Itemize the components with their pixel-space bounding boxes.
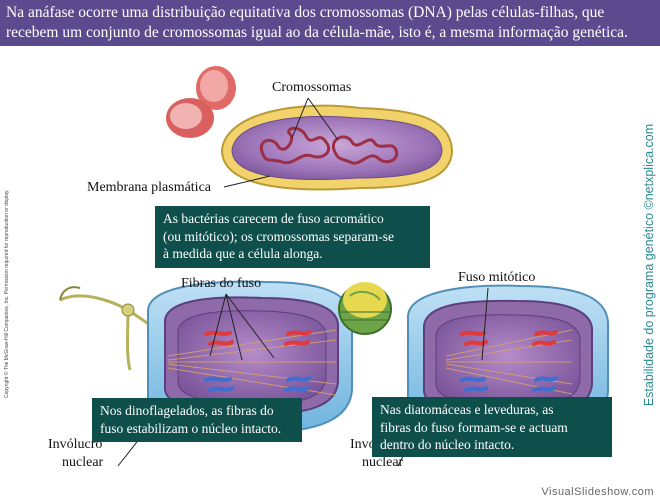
diatom-micrograph	[339, 282, 391, 334]
label-plasma-membrane: Membrana plasmática	[87, 180, 211, 196]
label-spindle-fibers: Fibras do fuso	[181, 276, 261, 292]
dino-callout-line-2: fuso estabilizam o núcleo intacto.	[100, 420, 294, 438]
dino-callout-line-1: Nos dinoflagelados, as fibras do	[100, 402, 294, 420]
diatom-callout-line-3: dentro do núcleo intacto.	[380, 436, 604, 454]
diatom-callout: Nas diatomáceas e leveduras, as fibras d…	[372, 397, 612, 457]
copyright-notice: Copyright © The McGraw-Hill Companies, I…	[4, 88, 10, 398]
bacteria-callout-line-1: As bactérias carecem de fuso acromático	[163, 210, 422, 228]
bacteria-callout-line-3: à medida que a célula alonga.	[163, 245, 422, 263]
side-credit: Estabilidade do programa genético ©netxp…	[642, 95, 656, 435]
diatom-callout-line-1: Nas diatomáceas e leveduras, as	[380, 401, 604, 419]
bacteria-micrograph	[166, 66, 236, 138]
label-mitotic-spindle: Fuso mitótico	[458, 270, 535, 286]
bacteria-callout: As bactérias carecem de fuso acromático …	[155, 206, 430, 268]
bacterium-cell	[222, 106, 452, 190]
bacteria-callout-line-2: (ou mitótico); os cromossomas separam-se	[163, 228, 422, 246]
dinoflagellate-micrograph	[60, 287, 158, 370]
label-nuclear-envelope-dino-2: nuclear	[62, 455, 103, 471]
watermark: VisualSlideshow.com	[541, 486, 654, 498]
diatom-callout-line-2: fibras do fuso formam-se e actuam	[380, 419, 604, 437]
label-nuclear-envelope-diatom-2: nuclear	[362, 455, 403, 471]
label-chromosomes: Cromossomas	[272, 80, 351, 96]
dinoflagellate-callout: Nos dinoflagelados, as fibras do fuso es…	[92, 398, 302, 442]
